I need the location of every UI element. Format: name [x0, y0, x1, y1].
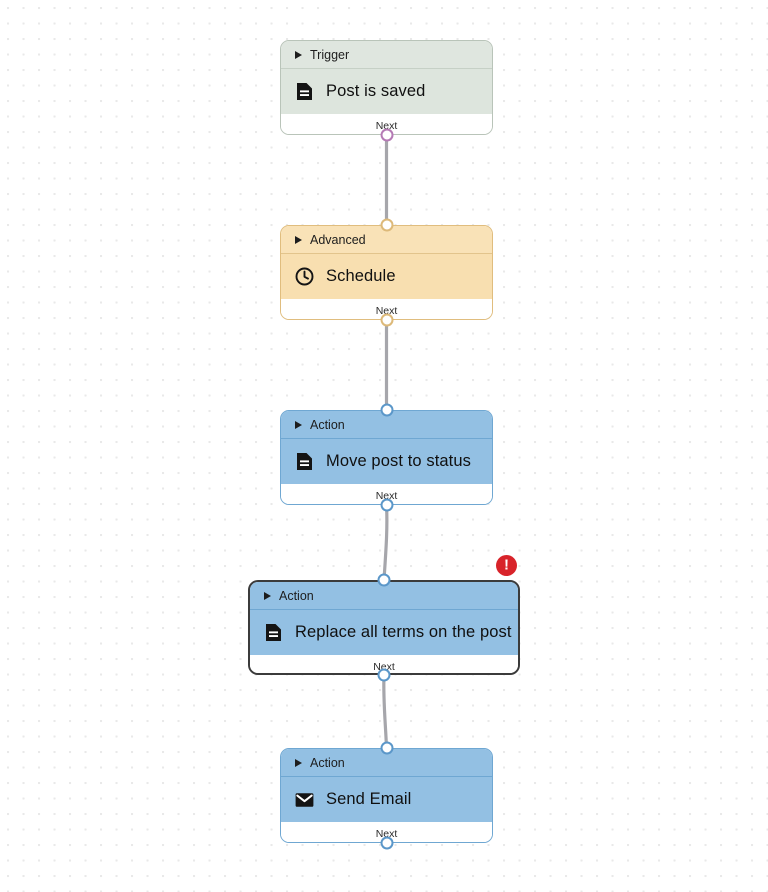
- node-body[interactable]: Schedule: [281, 254, 492, 299]
- node-divider: [281, 438, 492, 439]
- node-divider: [281, 68, 492, 69]
- node-shell: Action Send Email Next: [280, 748, 493, 843]
- node-title: Post is saved: [326, 82, 426, 100]
- node-shell: Advanced Schedule Next: [280, 225, 493, 320]
- node-header[interactable]: Action: [250, 582, 518, 609]
- node-output-handle[interactable]: [377, 668, 391, 682]
- node-footer: Next: [281, 484, 492, 504]
- disclosure-triangle-icon[interactable]: [295, 50, 302, 59]
- node-body[interactable]: Send Email: [281, 777, 492, 822]
- node-input-handle[interactable]: [377, 573, 391, 587]
- node-title: Send Email: [326, 790, 412, 808]
- node-body[interactable]: Post is saved: [281, 69, 492, 114]
- node-shell: Action Replace all terms on the post Nex…: [248, 580, 520, 675]
- node-category-label: Action: [310, 755, 345, 770]
- node-output-handle[interactable]: [380, 498, 393, 512]
- node-title: Schedule: [326, 267, 396, 285]
- node-shell: Action Move post to status Next: [280, 410, 493, 505]
- workflow-node-advanced[interactable]: Advanced Schedule Next: [280, 218, 493, 327]
- envelope-icon: [295, 790, 314, 809]
- node-category-label: Action: [279, 588, 314, 603]
- node-header[interactable]: Trigger: [281, 41, 492, 68]
- node-input-handle[interactable]: [380, 403, 393, 417]
- node-error-badge[interactable]: !: [496, 555, 517, 576]
- error-exclamation-icon: !: [504, 556, 509, 574]
- node-title: Move post to status: [326, 452, 471, 470]
- node-shell: Trigger Post is saved Next: [280, 40, 493, 135]
- disclosure-triangle-icon[interactable]: [295, 420, 302, 429]
- node-divider: [250, 609, 518, 610]
- workflow-node-trigger[interactable]: Trigger Post is saved Next: [280, 40, 493, 142]
- document-icon: [295, 452, 314, 471]
- node-input-handle[interactable]: [380, 741, 393, 755]
- edge-move-post-to-replace-terms: [382, 503, 389, 582]
- workflow-node-send-email[interactable]: Action Send Email Next: [280, 741, 493, 850]
- node-body[interactable]: Replace all terms on the post: [250, 610, 518, 655]
- node-footer-label: Next: [375, 827, 398, 840]
- node-divider: [281, 253, 492, 254]
- document-icon: [264, 623, 283, 642]
- node-input-handle[interactable]: [380, 218, 393, 232]
- node-footer-label: Next: [375, 489, 398, 502]
- document-icon: [295, 82, 314, 101]
- edge-replace-terms-to-send-email: [382, 673, 389, 750]
- node-footer: Next: [281, 822, 492, 842]
- disclosure-triangle-icon[interactable]: [295, 235, 302, 244]
- node-category-label: Advanced: [310, 232, 366, 247]
- node-category-label: Action: [310, 417, 345, 432]
- node-title: Replace all terms on the post: [295, 623, 512, 641]
- node-footer-label: Next: [375, 304, 398, 317]
- node-divider: [281, 776, 492, 777]
- node-category-label: Trigger: [310, 47, 350, 62]
- node-output-handle[interactable]: [380, 313, 393, 327]
- node-footer: Next: [281, 114, 492, 134]
- node-footer-label: Next: [375, 119, 398, 132]
- node-output-handle[interactable]: [380, 128, 393, 142]
- disclosure-triangle-icon[interactable]: [264, 591, 271, 600]
- clock-icon: [295, 267, 314, 286]
- node-output-handle[interactable]: [380, 836, 393, 850]
- disclosure-triangle-icon[interactable]: [295, 758, 302, 767]
- workflow-node-replace-all-terms[interactable]: Action Replace all terms on the post Nex…: [248, 573, 520, 682]
- node-footer: Next: [281, 299, 492, 319]
- workflow-node-move-post-to-status[interactable]: Action Move post to status Next: [280, 403, 493, 512]
- node-body[interactable]: Move post to status: [281, 439, 492, 484]
